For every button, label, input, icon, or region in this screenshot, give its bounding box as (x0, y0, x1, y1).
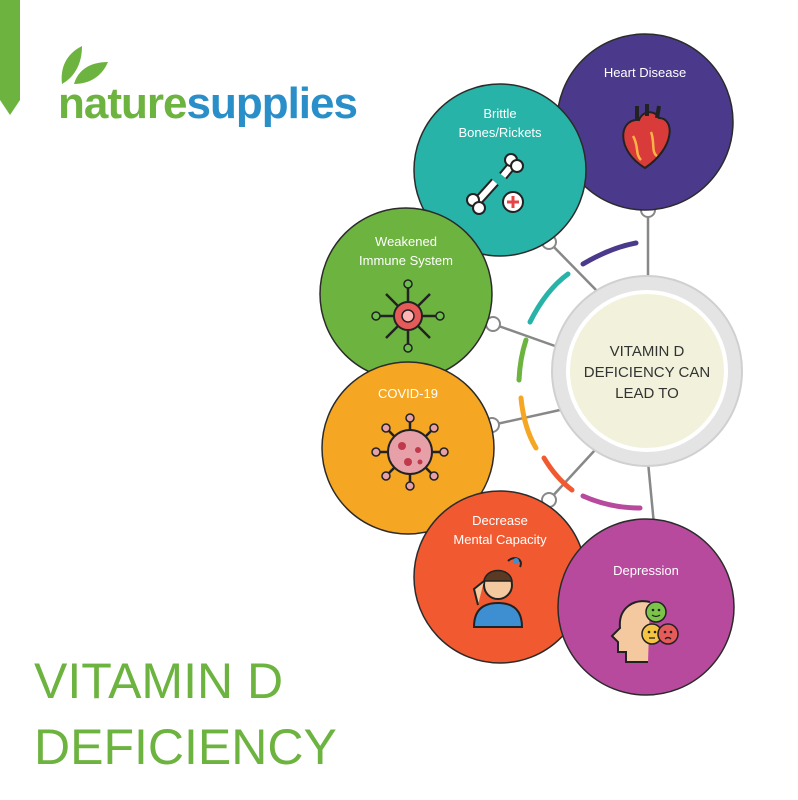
connector-mental (548, 449, 596, 501)
condition-covid-label: COVID-19 (378, 386, 438, 401)
confused-person-icon (472, 557, 524, 628)
arc-magenta (580, 493, 643, 511)
immune-cell-icon (371, 279, 445, 353)
condition-immune: Weakened Immune System (319, 207, 493, 381)
brand-name-nature: nature (58, 79, 187, 128)
brand-wordmark: naturesupplies (58, 79, 358, 128)
bone-icon (466, 153, 524, 215)
arc-orange (518, 395, 539, 451)
condition-depression-label: Depression (613, 563, 679, 578)
brand-name-supplies: supplies (186, 79, 357, 128)
mood-head-icon (610, 600, 679, 663)
condition-mental: Decrease Mental Capacity (413, 490, 587, 664)
arc-purple (580, 240, 639, 267)
center-label-3: LEAD TO (615, 385, 679, 402)
heart-icon (622, 104, 671, 170)
arc-red (541, 455, 575, 493)
connector-bones (548, 241, 599, 293)
connector-immune (492, 322, 556, 348)
arc-segments (516, 240, 643, 511)
condition-bones-label-2: Bones/Rickets (458, 125, 542, 140)
condition-heart-label: Heart Disease (604, 65, 686, 80)
condition-depression: Depression (557, 518, 735, 696)
condition-mental-label-2: Mental Capacity (453, 532, 547, 547)
arc-teal (527, 271, 571, 325)
center-label-2: DEFICIENCY CAN (584, 364, 710, 381)
connector-lines (491, 210, 657, 536)
arc-green (516, 337, 529, 383)
condition-covid: COVID-19 (321, 361, 495, 535)
center-inner-circle (566, 290, 728, 452)
leaf-icon (61, 46, 108, 84)
brand-logo: naturesupplies (52, 40, 382, 130)
virus-icon (371, 413, 449, 491)
condition-bones-circle (413, 83, 587, 257)
condition-mental-label-1: Decrease (472, 513, 528, 528)
condition-bones-label-1: Brittle (483, 106, 516, 121)
condition-immune-label-1: Weakened (375, 234, 437, 249)
center-label-1: VITAMIN D (610, 343, 685, 360)
headline-line-2: DEFICIENCY (34, 719, 337, 775)
condition-bones: Brittle Bones/Rickets (413, 83, 587, 257)
condition-immune-label-2: Immune System (359, 253, 453, 268)
headline-line-1: VITAMIN D (34, 653, 284, 709)
brand-ribbon (0, 0, 20, 115)
center-node: VITAMIN D DEFICIENCY CAN LEAD TO (551, 275, 743, 467)
